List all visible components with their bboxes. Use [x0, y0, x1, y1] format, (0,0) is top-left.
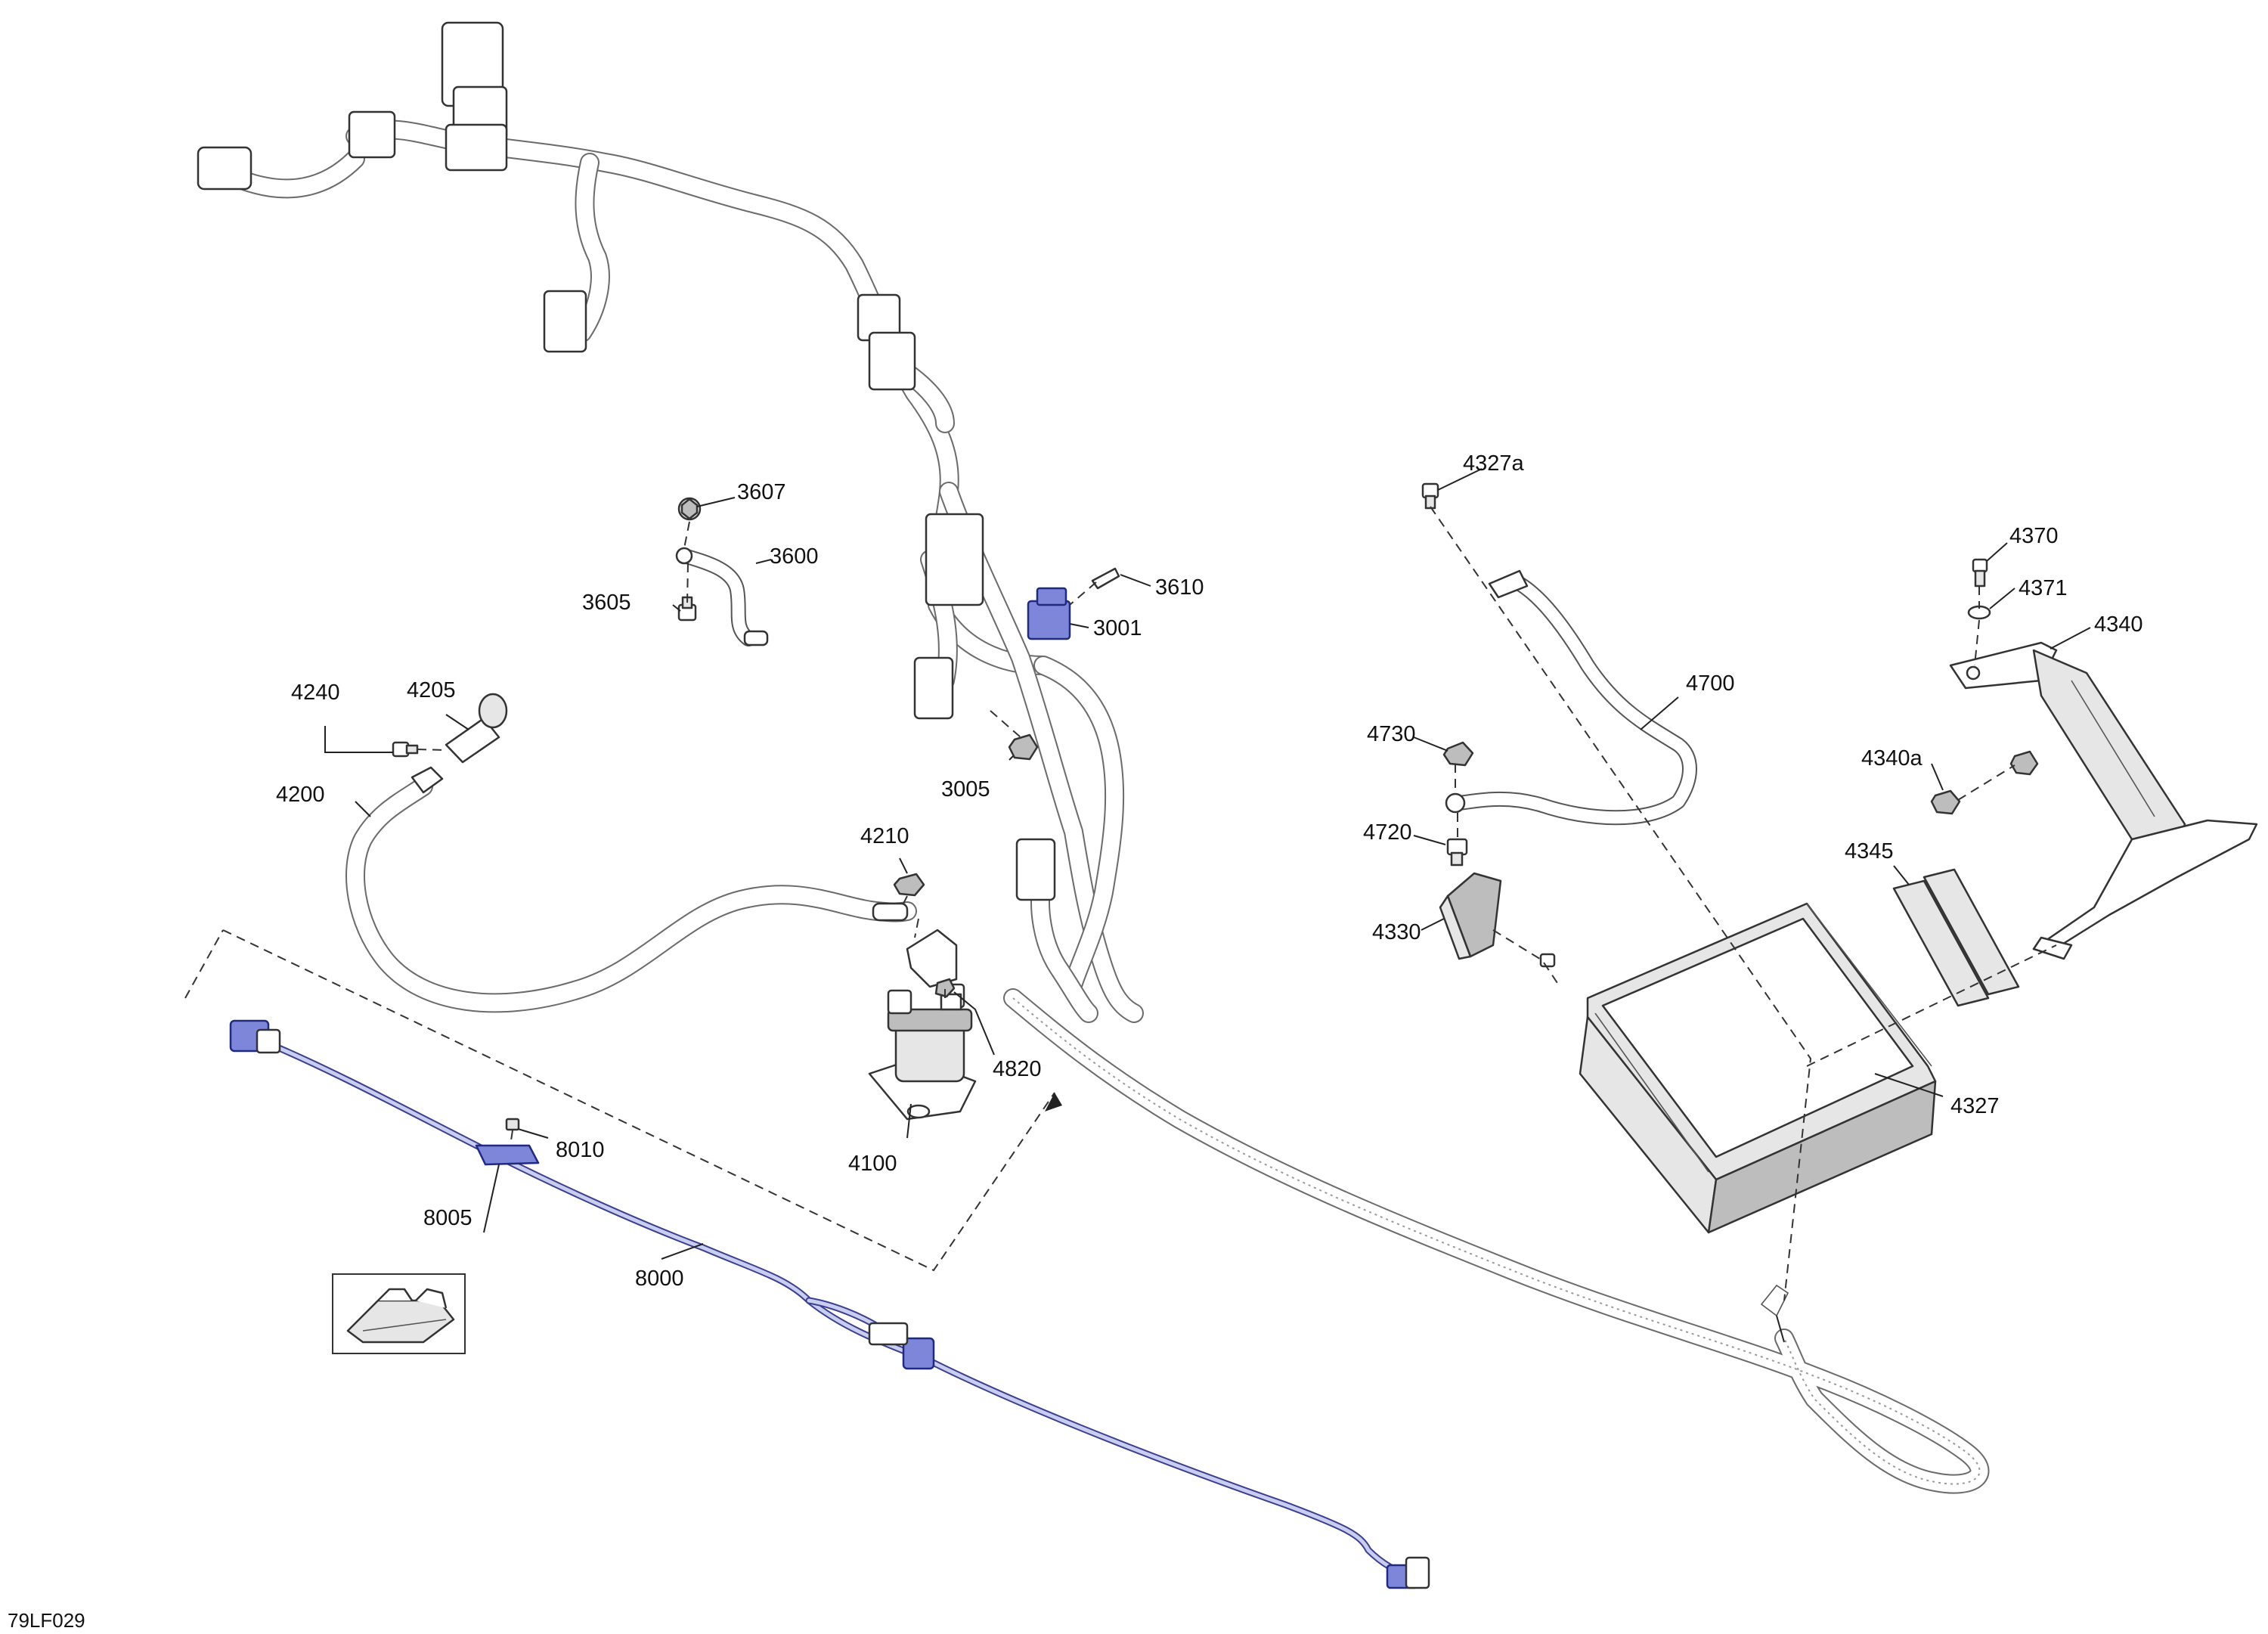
figure-id: 79LF029 — [8, 1609, 85, 1632]
leader-lines — [324, 468, 2091, 1260]
nut-4340a — [1930, 789, 1961, 815]
nut-4210 — [893, 873, 925, 897]
callout-4327: 4327 — [1950, 1094, 2000, 1118]
harness-connector-a — [348, 110, 396, 159]
callout-3610: 3610 — [1155, 575, 1204, 600]
nut-3005 — [1008, 733, 1039, 761]
bracket-4340 — [1930, 558, 2258, 960]
callout-3607: 3607 — [737, 480, 786, 504]
callout-4730: 4730 — [1367, 722, 1416, 746]
callout-4371: 4371 — [2019, 576, 2068, 600]
harness-connector-e — [913, 656, 954, 720]
inset-detail-8005 — [332, 1273, 466, 1354]
callout-4720: 4720 — [1363, 820, 1412, 845]
callout-3001: 3001 — [1093, 616, 1142, 640]
callout-3605: 3605 — [582, 591, 631, 615]
callout-4100: 4100 — [848, 1152, 897, 1176]
callout-4240: 4240 — [291, 681, 340, 705]
callout-4327a: 4327a — [1463, 451, 1525, 476]
callout-8000: 8000 — [635, 1267, 684, 1291]
callout-4205: 4205 — [407, 678, 456, 702]
battery-4327 — [1579, 902, 1937, 1234]
harness-connector-left — [197, 146, 253, 191]
cable-4200 — [345, 693, 925, 1013]
callout-4345: 4345 — [1845, 839, 1894, 864]
callout-4340: 4340 — [2094, 612, 2143, 637]
callout-8005: 8005 — [423, 1206, 472, 1230]
callout-3600: 3600 — [770, 544, 819, 569]
assembly-lines — [184, 506, 2057, 1301]
screw-4370 — [1972, 558, 1988, 573]
screw-3610 — [1091, 567, 1120, 590]
callout-4700: 4700 — [1686, 671, 1735, 696]
screw-8010 — [505, 1118, 520, 1131]
callout-4210: 4210 — [860, 824, 909, 848]
fuse-box — [925, 513, 984, 606]
callout-4330: 4330 — [1372, 920, 1421, 944]
relay-3001 — [1027, 600, 1071, 640]
harness-8000 — [229, 1019, 1430, 1589]
harness-connector-b — [445, 123, 508, 172]
battery-cable-4700 — [1421, 482, 1697, 968]
nut-4820 — [934, 978, 956, 998]
main-wiring-harness — [197, 21, 1144, 1023]
callout-4200: 4200 — [276, 783, 325, 807]
nut-4730 — [1442, 741, 1474, 767]
terminal-cover-4330 — [1439, 872, 1502, 960]
cable-3600 — [675, 497, 1120, 761]
harness-connector-c — [543, 290, 587, 353]
callout-4340a: 4340a — [1861, 746, 1923, 770]
harness-connector-f — [1015, 838, 1056, 901]
terminal-boot-4205 — [445, 717, 500, 764]
pads-4345 — [1892, 868, 2020, 1007]
battery-main-cable — [1003, 988, 1990, 1494]
callout-8010: 8010 — [556, 1138, 605, 1162]
callout-4820: 4820 — [993, 1057, 1042, 1081]
starter-solenoid-4100 — [868, 929, 977, 1121]
clip-8005 — [475, 1144, 540, 1166]
callout-4370: 4370 — [2009, 524, 2059, 548]
callout-3005: 3005 — [941, 777, 990, 801]
callout-labels: 3607 3600 3605 3610 3001 3005 4240 4205 … — [8, 451, 2143, 1632]
